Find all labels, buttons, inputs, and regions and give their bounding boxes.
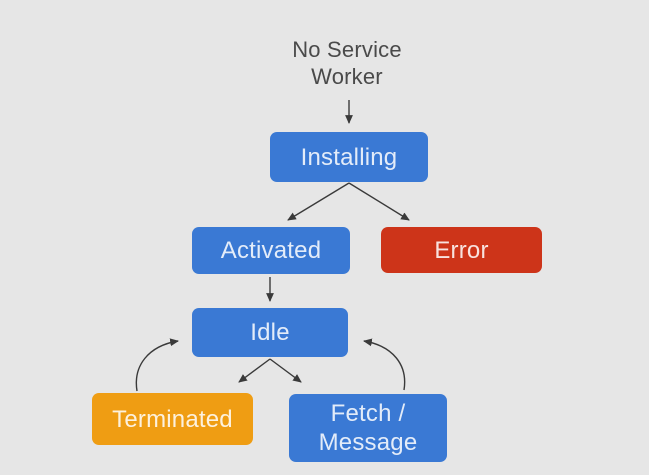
arrow-fetch-message-to-idle-curved — [363, 338, 406, 391]
node-idle: Idle — [192, 308, 348, 357]
arrow-idle-to-fetch-message — [269, 358, 302, 383]
diagram-title-no-service-worker: No Service Worker — [292, 37, 402, 89]
node-fetch-message-label: Fetch / Message — [318, 400, 418, 456]
node-fetch-message: Fetch / Message — [289, 394, 447, 462]
node-error-label: Error — [434, 236, 489, 264]
arrow-installing-to-activated — [287, 182, 350, 221]
arrow-terminated-to-idle-curved — [135, 338, 179, 392]
node-terminated: Terminated — [92, 393, 253, 445]
node-activated: Activated — [192, 227, 350, 274]
node-idle-label: Idle — [250, 319, 290, 346]
node-installing: Installing — [270, 132, 428, 182]
node-error: Error — [381, 227, 542, 273]
node-installing-label: Installing — [300, 143, 398, 171]
node-terminated-label: Terminated — [112, 405, 233, 433]
arrow-installing-to-error — [348, 182, 410, 221]
arrow-idle-to-terminated — [238, 358, 271, 383]
node-activated-label: Activated — [220, 237, 322, 264]
